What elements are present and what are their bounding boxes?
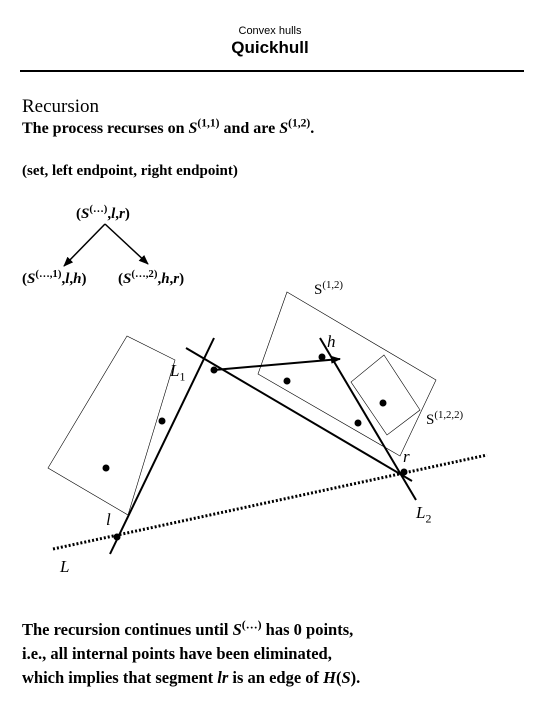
section-subtitle: The process recurses on S(1,1) and are S… (22, 117, 315, 137)
rect-s11 (47, 335, 176, 516)
tree-root-node: (S(…),l,r) (76, 203, 130, 222)
label-l: l (106, 510, 111, 529)
point-interior-2 (102, 464, 110, 472)
tree-arrow-right (104, 223, 149, 265)
tree-arrow-left (63, 223, 106, 267)
tree-left-node: (S(…,1),l,h) (22, 268, 87, 287)
point-h (318, 353, 326, 361)
section-heading: Recursion (22, 96, 100, 117)
point-r (400, 468, 408, 476)
label-L2: L2 (416, 503, 432, 526)
page-title: Quickhull (231, 38, 309, 57)
label-s122: S(1,2,2) (426, 409, 464, 428)
conclusion-line-1: The recursion continues until S(…) has 0… (22, 617, 354, 639)
label-s12: S(1,2) (314, 279, 344, 298)
point-l1-apex (210, 366, 218, 374)
segment-h-r (185, 347, 413, 482)
line-L1 (109, 337, 215, 555)
point-interior-1 (158, 417, 166, 425)
rect-s122 (350, 354, 421, 436)
point-interior-3 (283, 377, 291, 385)
label-L: L (60, 557, 70, 576)
label-h: h (327, 332, 336, 351)
point-interior-5 (354, 419, 362, 427)
point-left-l (113, 533, 121, 541)
point-interior-4 (379, 399, 387, 407)
header-subtitle: Convex hulls (238, 25, 302, 37)
conclusion-line-3: which implies that segment lr is an edge… (22, 668, 361, 687)
arrow-l1-s12 (213, 355, 341, 371)
conclusion-line-2: i.e., all internal points have been elim… (22, 644, 332, 663)
tuple-definition: (set, left endpoint, right endpoint) (22, 163, 238, 179)
label-r: r (403, 447, 410, 466)
tree-right-node: (S(…,2),h,r) (118, 268, 185, 287)
rect-s12 (257, 291, 437, 457)
header-divider (20, 70, 524, 72)
label-L1: L1 (170, 361, 186, 384)
